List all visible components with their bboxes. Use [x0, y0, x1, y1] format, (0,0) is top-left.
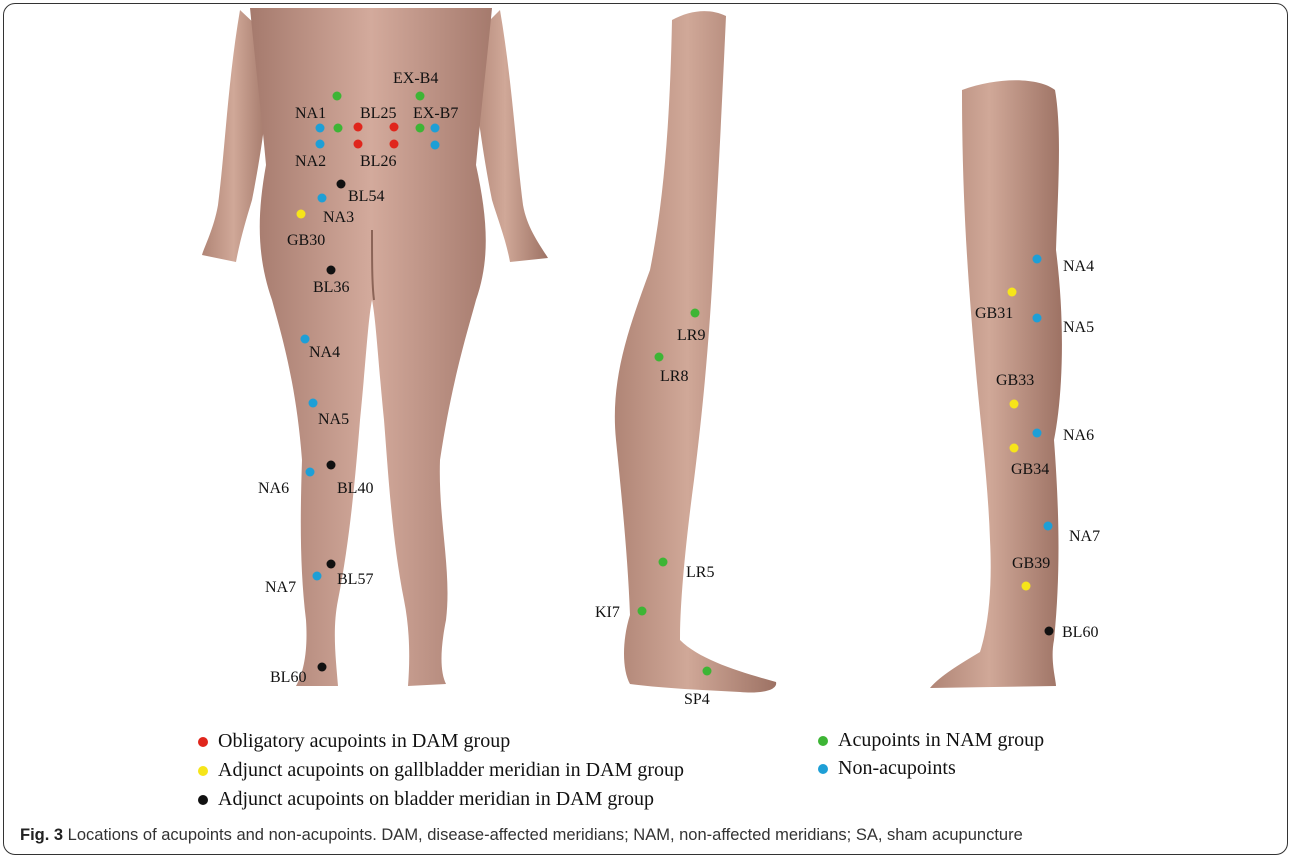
point-na3 — [318, 194, 327, 203]
point-na2-right — [431, 141, 440, 150]
medial-leg — [615, 11, 776, 692]
label-na4: NA4 — [309, 344, 340, 361]
point-na1-right — [431, 124, 440, 133]
label-gb30: GB30 — [287, 232, 325, 249]
point-gb30 — [297, 210, 306, 219]
label-bl60-lat: BL60 — [1062, 624, 1098, 641]
label-gb33: GB33 — [996, 372, 1034, 389]
point-bl25-left — [354, 123, 363, 132]
label-gb34: GB34 — [1011, 461, 1049, 478]
point-bl26-right — [390, 140, 399, 149]
point-na1 — [316, 124, 325, 133]
point-nam-back-2 — [334, 124, 343, 133]
point-bl25-right — [390, 123, 399, 132]
point-bl26-left — [354, 140, 363, 149]
point-lr5 — [659, 558, 668, 567]
legend-obligatory: Obligatory acupoints in DAM group — [198, 730, 510, 753]
label-bl57: BL57 — [337, 571, 373, 588]
point-gb31 — [1008, 288, 1017, 297]
point-bl57 — [327, 560, 336, 569]
point-na4-lat — [1033, 255, 1042, 264]
point-gb39 — [1022, 582, 1031, 591]
label-exb4: EX-B4 — [393, 70, 438, 87]
green-dot-icon — [818, 736, 828, 746]
label-na1: NA1 — [295, 105, 326, 122]
label-na5: NA5 — [318, 411, 349, 428]
black-dot-icon — [198, 795, 208, 805]
point-na7 — [313, 572, 322, 581]
label-bl26: BL26 — [360, 153, 396, 170]
point-gb33 — [1010, 400, 1019, 409]
label-lr9: LR9 — [677, 327, 705, 344]
figure-caption: Fig. 3 Locations of acupoints and non-ac… — [20, 826, 1023, 845]
point-exb4-dot — [416, 92, 425, 101]
label-sp4: SP4 — [684, 691, 710, 708]
point-gb34 — [1010, 444, 1019, 453]
legend-nam: Acupoints in NAM group — [818, 729, 1044, 752]
point-na2 — [316, 140, 325, 149]
point-na5 — [309, 399, 318, 408]
label-na6-lat: NA6 — [1063, 427, 1094, 444]
point-na7-lat — [1044, 522, 1053, 531]
label-na7-lat: NA7 — [1069, 528, 1100, 545]
point-lr8 — [655, 353, 664, 362]
legend-obligatory-label: Obligatory acupoints in DAM group — [218, 730, 510, 753]
label-na5-lat: NA5 — [1063, 319, 1094, 336]
label-na4-lat: NA4 — [1063, 258, 1094, 275]
point-sp4 — [703, 667, 712, 676]
label-bl40: BL40 — [337, 480, 373, 497]
label-lr8: LR8 — [660, 368, 688, 385]
point-exb7-dot — [416, 124, 425, 133]
label-exb7: EX-B7 — [413, 105, 458, 122]
blue-dot-icon — [818, 764, 828, 774]
legend-bladder: Adjunct acupoints on bladder meridian in… — [198, 788, 654, 811]
label-na6: NA6 — [258, 480, 289, 497]
caption-text: Locations of acupoints and non-acupoints… — [63, 826, 1023, 844]
legend-non-acupoint: Non-acupoints — [818, 757, 956, 780]
point-bl36 — [327, 266, 336, 275]
point-nam-back-1 — [333, 92, 342, 101]
legend-nam-label: Acupoints in NAM group — [838, 729, 1044, 752]
label-gb31: GB31 — [975, 305, 1013, 322]
label-bl60: BL60 — [270, 669, 306, 686]
point-bl60 — [318, 663, 327, 672]
yellow-dot-icon — [198, 766, 208, 776]
label-na3: NA3 — [323, 209, 354, 226]
point-na6 — [306, 468, 315, 477]
point-bl60-lat — [1045, 627, 1054, 636]
legend-non-acupoint-label: Non-acupoints — [838, 757, 956, 780]
point-ki7 — [638, 607, 647, 616]
caption-figure-number: Fig. 3 — [20, 826, 63, 844]
label-gb39: GB39 — [1012, 555, 1050, 572]
label-bl25: BL25 — [360, 105, 396, 122]
legend-gallbladder: Adjunct acupoints on gallbladder meridia… — [198, 759, 684, 782]
point-na6-lat — [1033, 429, 1042, 438]
label-na2: NA2 — [295, 153, 326, 170]
legend-bladder-label: Adjunct acupoints on bladder meridian in… — [218, 788, 654, 811]
point-na5-lat — [1033, 314, 1042, 323]
point-lr9 — [691, 309, 700, 318]
label-na7: NA7 — [265, 579, 296, 596]
label-bl54: BL54 — [348, 188, 384, 205]
red-dot-icon — [198, 737, 208, 747]
label-ki7: KI7 — [595, 604, 620, 621]
label-bl36: BL36 — [313, 279, 349, 296]
point-bl40 — [327, 461, 336, 470]
label-lr5: LR5 — [686, 564, 714, 581]
point-bl54 — [337, 180, 346, 189]
point-na4 — [301, 335, 310, 344]
legend-gallbladder-label: Adjunct acupoints on gallbladder meridia… — [218, 759, 684, 782]
